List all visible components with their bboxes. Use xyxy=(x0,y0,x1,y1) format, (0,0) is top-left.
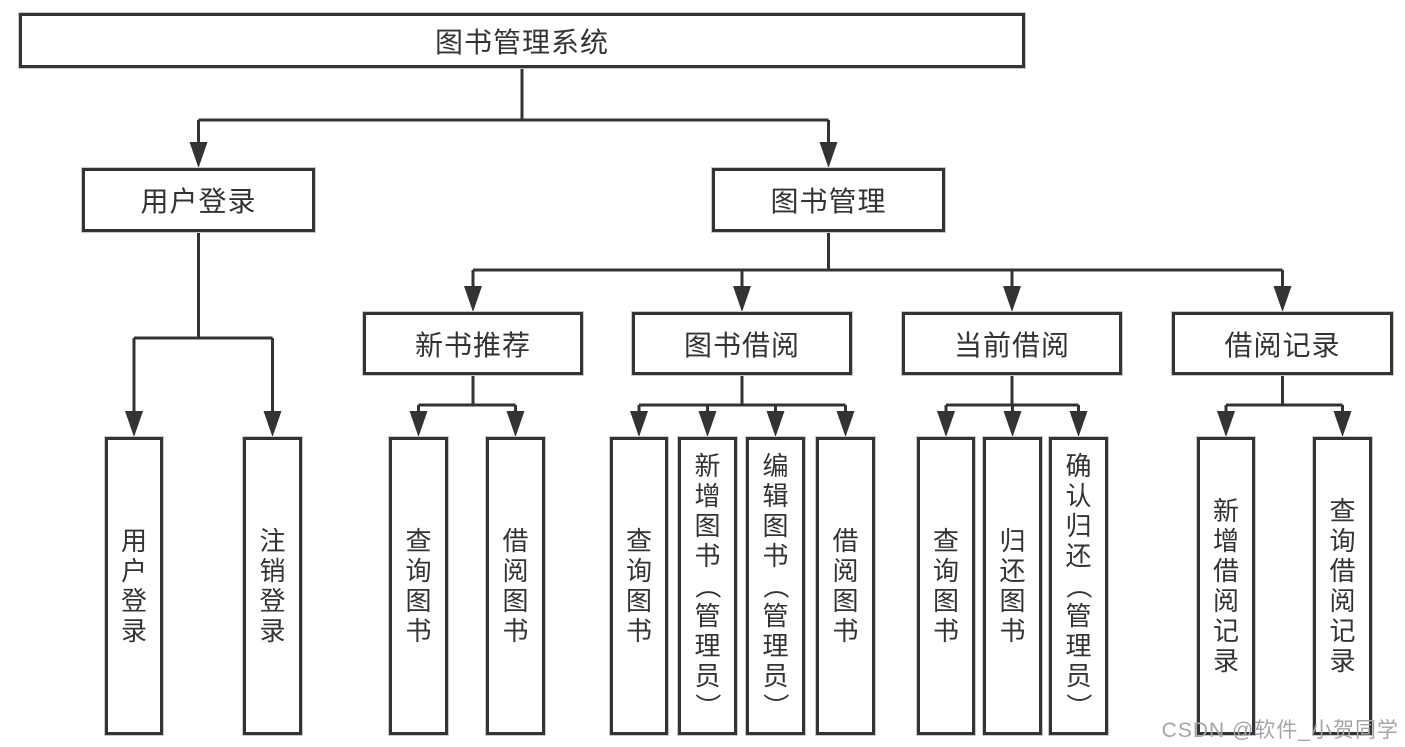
arrowhead xyxy=(409,411,428,437)
arrowheads xyxy=(125,142,1352,437)
leaf-borrow-books-recommend: 借阅图书 xyxy=(486,437,545,735)
leaf-label: 注销登录 xyxy=(259,526,286,646)
leaf-label: 新增借阅记录 xyxy=(1212,496,1239,676)
node-new-book-recommend: 新书推荐 xyxy=(363,312,583,375)
node-label: 图书借阅 xyxy=(683,329,800,361)
leaf-query-books-current: 查询图书 xyxy=(917,437,975,735)
arrowhead xyxy=(836,411,855,437)
arrowhead xyxy=(1003,286,1021,312)
node-label: 图书管理系统 xyxy=(434,26,609,58)
leaf-edit-books-admin: 编辑图书（管理员） xyxy=(746,437,805,735)
node-label: 借阅记录 xyxy=(1224,329,1341,361)
arrowhead xyxy=(698,411,717,437)
node-user-login: 用户登录 xyxy=(82,168,315,232)
leaf-confirm-return-admin: 确认归还（管理员） xyxy=(1049,437,1108,735)
arrowhead xyxy=(464,286,482,312)
leaf-logout: 注销登录 xyxy=(243,437,302,735)
arrowhead xyxy=(1069,411,1088,437)
leaf-add-books-admin: 新增图书（管理员） xyxy=(678,437,737,735)
arrowhead xyxy=(506,411,525,437)
connector-root xyxy=(197,68,830,146)
arrowhead xyxy=(1003,411,1022,437)
arrowhead xyxy=(819,142,838,168)
leaf-return-books: 归还图书 xyxy=(983,437,1042,735)
node-label: 新书推荐 xyxy=(414,329,531,361)
leaf-borrow-books: 借阅图书 xyxy=(816,437,875,735)
arrowhead xyxy=(1217,411,1235,437)
leaf-query-books-recommend: 查询图书 xyxy=(389,437,448,735)
connector-borrow-records xyxy=(1224,375,1344,415)
leaf-label: 用户登录 xyxy=(120,526,147,646)
connector-book-management xyxy=(471,232,1284,290)
arrowhead xyxy=(189,142,208,168)
leaf-label: 查询图书 xyxy=(405,526,432,646)
node-book-borrow: 图书借阅 xyxy=(632,312,852,375)
arrowhead xyxy=(937,411,955,437)
node-borrow-records: 借阅记录 xyxy=(1172,312,1393,375)
leaf-label: 归还图书 xyxy=(999,526,1026,646)
leaf-add-borrow-record: 新增借阅记录 xyxy=(1197,437,1255,735)
connector-current-borrow xyxy=(944,375,1080,415)
node-label: 图书管理 xyxy=(770,186,887,217)
leaf-label: 编辑图书（管理员） xyxy=(760,451,791,719)
node-current-borrow: 当前借阅 xyxy=(902,312,1122,375)
arrowhead xyxy=(263,411,282,437)
leaf-label: 确认归还（管理员） xyxy=(1063,451,1094,719)
leaf-user-login: 用户登录 xyxy=(105,437,163,735)
arrowhead xyxy=(766,411,785,437)
leaf-label: 借阅图书 xyxy=(832,526,859,646)
arrowhead xyxy=(1333,411,1352,437)
arrowhead xyxy=(1273,286,1292,312)
connector-new-book-recommend xyxy=(417,375,517,415)
arrowhead xyxy=(630,411,648,437)
leaf-label: 查询图书 xyxy=(625,526,652,646)
node-label: 当前借阅 xyxy=(953,329,1070,361)
connector-book-borrow xyxy=(637,375,847,415)
leaf-label: 借阅图书 xyxy=(502,526,529,646)
leaf-label: 查询借阅记录 xyxy=(1329,496,1356,676)
leaf-query-books-borrow: 查询图书 xyxy=(610,437,668,735)
leaf-label: 新增图书（管理员） xyxy=(692,451,723,719)
node-book-management: 图书管理 xyxy=(712,168,945,232)
node-library-management-system: 图书管理系统 xyxy=(19,13,1025,68)
arrowhead xyxy=(733,286,751,312)
arrowhead xyxy=(125,411,143,437)
leaf-label: 查询图书 xyxy=(932,526,959,646)
connector-user-login xyxy=(132,232,274,415)
leaf-query-borrow-record: 查询借阅记录 xyxy=(1313,437,1372,735)
watermark: CSDN @软件_小贺同学 xyxy=(1161,719,1399,742)
node-label: 用户登录 xyxy=(140,186,257,217)
